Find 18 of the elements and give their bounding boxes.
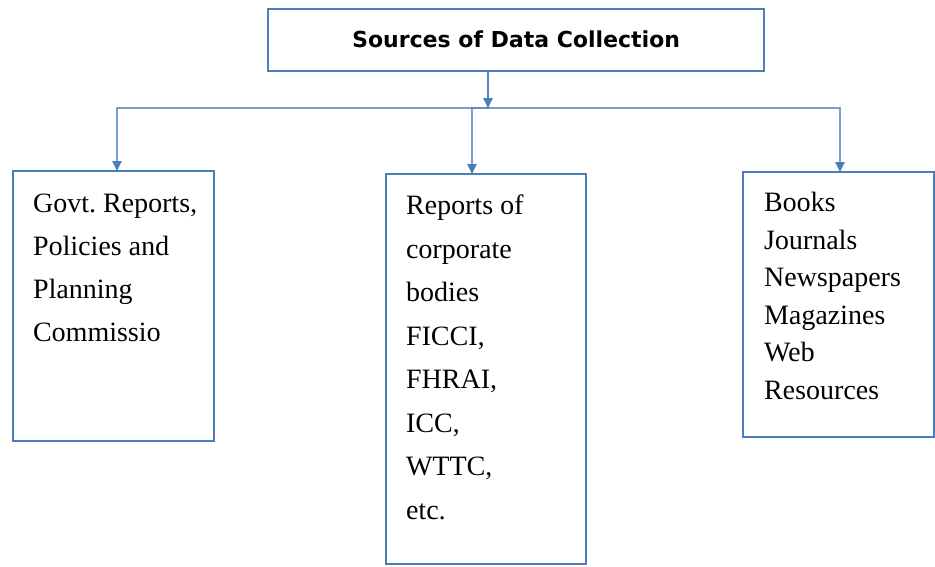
box-text: Sources of Data Collection (352, 26, 680, 54)
box-text: Newspapers (764, 261, 902, 295)
box-text: ICC, (406, 406, 461, 440)
box-text: FHRAI, (406, 363, 498, 397)
box-text: Reports of corporate bodies (406, 189, 524, 310)
box-text: Journals (764, 224, 858, 258)
title-box (267, 8, 765, 72)
box-text: Magazines (764, 298, 886, 332)
box-text: FICCI, (406, 320, 486, 354)
box-text: WTTC, (406, 450, 494, 484)
category-box (742, 171, 935, 438)
box-text: Web Resources (764, 336, 880, 408)
box-text: Books (764, 186, 837, 220)
category-box (385, 173, 587, 565)
box-text: Govt. Reports, Policies and Planning Commissio (33, 187, 198, 350)
category-box (12, 170, 215, 442)
box-text: etc. (406, 494, 447, 528)
connector-arrow (487, 72, 845, 172)
